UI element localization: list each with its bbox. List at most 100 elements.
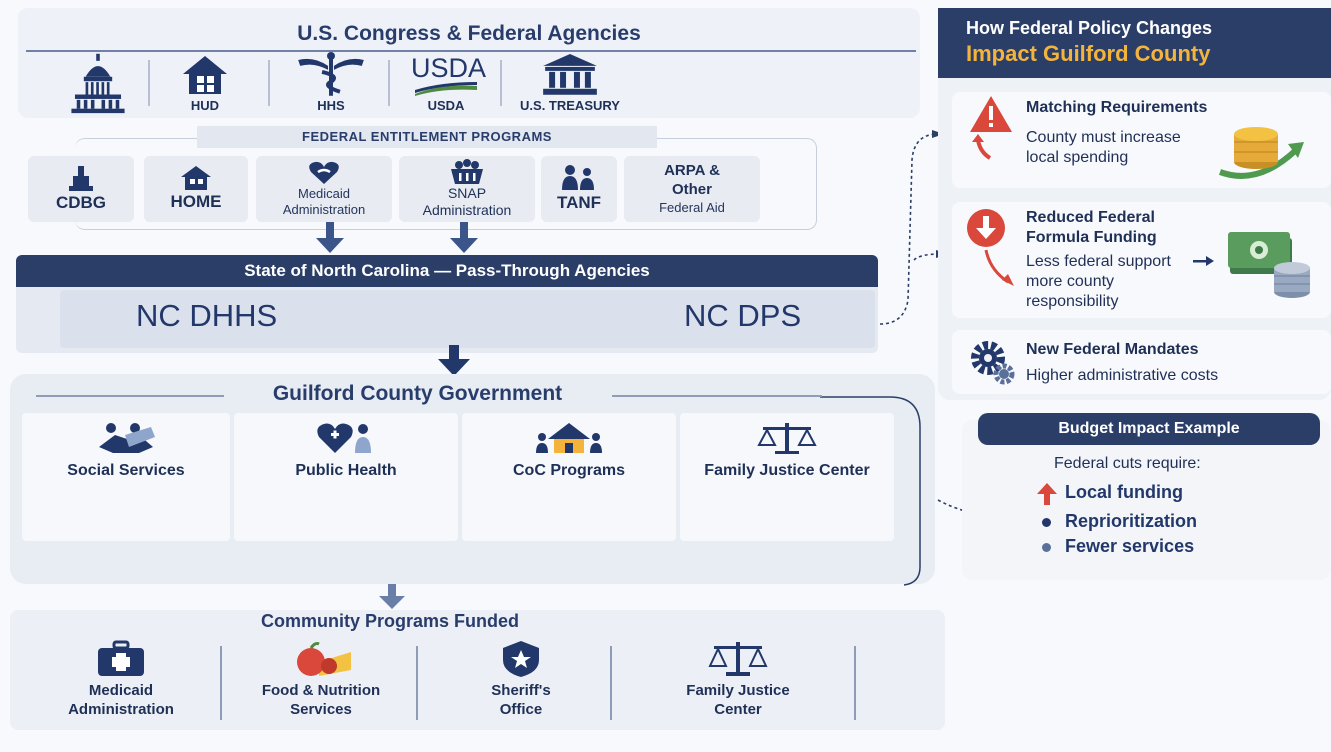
agency-usda: USDA USDA <box>391 52 501 114</box>
program-cdbg: CDBG <box>28 156 134 222</box>
bullet-icon <box>1042 518 1051 527</box>
impact-item-desc: local spending <box>1026 149 1129 166</box>
program-snap: SNAP Administration <box>399 156 535 222</box>
impact-item-desc: responsibility <box>1026 293 1119 310</box>
caduceus-icon <box>298 52 364 96</box>
divider <box>388 60 390 106</box>
state-title: State of North Carolina — Pass-Through A… <box>16 255 878 287</box>
agency-treasury: U.S. TREASURY <box>505 52 635 114</box>
program-tanf: TANF <box>541 156 617 222</box>
divider <box>268 60 270 106</box>
state-agency-dps: NC DPS <box>684 298 802 333</box>
home-icon <box>181 166 211 191</box>
program-label: Administration <box>422 202 512 218</box>
program-label: Administration <box>282 202 366 217</box>
impact-item-desc: County must increase <box>1026 129 1181 146</box>
program-label: Other <box>671 180 712 198</box>
program-label: SNAP <box>447 184 487 201</box>
usda-logo: USDA <box>411 52 487 96</box>
handshake-icon <box>99 423 155 453</box>
agency-congress <box>43 52 153 114</box>
divider <box>36 395 224 397</box>
community-label: Food & Nutrition <box>261 682 381 699</box>
county-dept-public-health: Public Health <box>234 413 458 541</box>
program-medicaid: Medicaid Administration <box>256 156 392 222</box>
community-label: Family Justice <box>686 682 790 699</box>
program-label: Medicaid <box>297 185 351 201</box>
agency-label: HUD <box>190 97 220 113</box>
divider <box>854 646 856 720</box>
impact-title-line1: How Federal Policy Changes <box>966 18 1213 38</box>
down-arrow-icon <box>316 222 344 253</box>
impact-item-title: Reduced Federal <box>1026 209 1155 226</box>
impact-item-desc: more county <box>1026 273 1115 290</box>
impact-item-title: New Federal Mandates <box>1026 341 1199 358</box>
entitlement-title: FEDERAL ENTITLEMENT PROGRAMS <box>197 126 657 148</box>
heart-hand-icon <box>309 161 339 184</box>
down-arrow-icon <box>438 345 470 376</box>
bullet-icon <box>1042 543 1051 552</box>
building-icon <box>69 166 93 192</box>
divider <box>416 646 418 720</box>
budget-item: Local funding <box>1065 482 1183 502</box>
budget-subtitle: Federal cuts require: <box>1054 455 1201 472</box>
impact-header: How Federal Policy Changes Impact Guilfo… <box>938 8 1331 78</box>
county-title: Guilford County Government <box>272 382 563 405</box>
house-icon <box>183 55 227 94</box>
health-icon <box>317 423 371 453</box>
divider <box>500 60 502 106</box>
money-stack-icon <box>1228 232 1310 298</box>
program-arpa: ARPA & Other Federal Aid <box>624 156 760 222</box>
program-label: TANF <box>556 193 602 213</box>
connector-line <box>820 396 921 586</box>
county-dept-social-services: Social Services <box>22 413 230 541</box>
community-title: Community Programs Funded <box>260 611 520 631</box>
community-label: Center <box>714 700 762 718</box>
capitol-icon <box>71 53 125 114</box>
community-program-food: Food & Nutrition Services <box>226 640 416 720</box>
federal-title: U.S. Congress & Federal Agencies <box>297 22 641 45</box>
down-arrow-icon <box>450 222 478 253</box>
community-label: Medicaid <box>88 682 154 699</box>
budget-item: Fewer services <box>1065 536 1195 556</box>
impact-title-line2: Impact Guilford County <box>966 41 1211 66</box>
county-dept-coc: CoC Programs <box>462 413 676 541</box>
down-arrow-icon <box>967 209 1014 286</box>
medical-briefcase-icon <box>98 640 144 676</box>
community-label: Sheriff's <box>491 682 551 699</box>
community-program-family-justice: Family Justice Center <box>643 640 833 720</box>
agency-label: U.S. TREASURY <box>520 97 620 113</box>
agency-label: USDA <box>427 97 465 113</box>
basket-icon <box>451 158 483 184</box>
program-home: HOME <box>144 156 248 222</box>
right-arrow-icon <box>1193 256 1214 266</box>
program-label: ARPA & <box>664 162 720 180</box>
food-icon <box>297 642 351 676</box>
impact-item-desc: Less federal support <box>1026 253 1171 270</box>
dept-label: Social Services <box>67 462 185 479</box>
warning-icon <box>970 96 1012 160</box>
scales-icon <box>757 423 817 454</box>
treasury-building-icon <box>543 53 597 95</box>
program-label: HOME <box>170 192 222 212</box>
program-label: CDBG <box>55 193 107 213</box>
gears-icon <box>971 341 1015 385</box>
agency-hhs: HHS <box>276 52 386 114</box>
dept-label: Public Health <box>295 462 397 479</box>
federal-panel: U.S. Congress & Federal Agencies <box>18 8 920 118</box>
scales-icon <box>708 642 768 676</box>
state-inner <box>60 290 875 348</box>
budget-panel <box>962 420 1330 580</box>
community-label: Administration <box>68 700 174 718</box>
down-arrow-icon <box>379 584 405 609</box>
usda-logo-text: USDA <box>411 52 487 83</box>
dept-label: CoC Programs <box>512 462 626 479</box>
community-program-sheriff: Sheriff's Office <box>426 640 616 720</box>
agency-label: HHS <box>317 97 345 113</box>
county-dept-family-justice: Family Justice Center <box>680 413 894 541</box>
impact-item-title: Matching Requirements <box>1026 99 1208 116</box>
family-icon <box>562 165 594 191</box>
budget-title: Budget Impact Example <box>978 413 1320 445</box>
community-label: Office <box>499 700 543 718</box>
budget-item: Reprioritization <box>1065 511 1198 531</box>
